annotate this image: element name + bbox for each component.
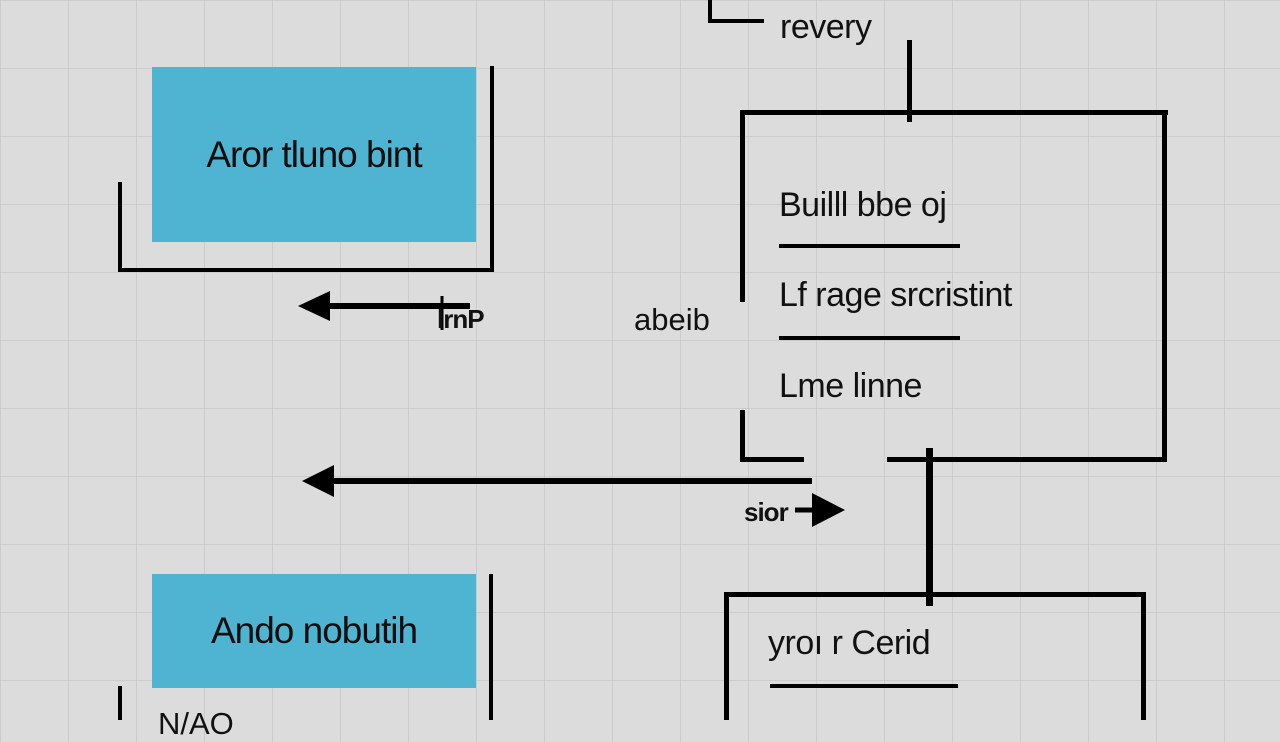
upper-left-bracket-left: [118, 182, 122, 272]
right-box-bottom-right: [887, 457, 1167, 462]
upper-left-node: Aror tluno bint: [152, 67, 476, 242]
right-box-divider-1: [779, 244, 960, 248]
right-box-bottom-left: [740, 457, 804, 462]
upper-left-node-label: Aror tluno bint: [206, 133, 422, 175]
connector-arrows: [298, 291, 845, 527]
side-label: abeib: [634, 302, 710, 337]
lower-left-cutoff-text: N/AO: [158, 706, 234, 741]
bottom-right-divider: [770, 684, 958, 688]
upper-left-bracket-right: [490, 66, 494, 272]
lower-left-bracket-left: [118, 686, 122, 720]
upper-arrow-label: lrnP: [437, 304, 485, 334]
lower-left-bracket-right: [489, 574, 493, 720]
top-bracket-horizontal: [708, 19, 764, 23]
top-connector: [907, 40, 912, 122]
lower-connector: [926, 448, 933, 606]
top-bracket-vertical: [708, 0, 712, 22]
bottom-right-box-top: [724, 592, 1146, 597]
lower-arrow-label: sior: [744, 497, 789, 527]
upper-left-bracket-bottom: [118, 268, 494, 272]
right-box-line-3: Lme linne: [779, 367, 922, 405]
bottom-right-box-left: [724, 592, 729, 720]
lower-left-node-label: Ando nobutih: [210, 610, 418, 651]
right-box-left-lower: [740, 410, 745, 462]
right-box-line-2: Lf rage srcristint: [779, 276, 1012, 314]
right-box-left-upper: [740, 110, 745, 302]
top-label: revery: [780, 8, 872, 46]
right-box-line-1: Builll bbe oj: [779, 186, 947, 224]
right-box-top: [740, 110, 1168, 115]
bottom-right-box-label: yroı r Cerid: [768, 624, 931, 662]
bottom-right-box-right: [1141, 592, 1146, 720]
right-box-divider-2: [779, 336, 960, 340]
lower-left-node: Ando nobutih: [152, 574, 476, 688]
right-box-right: [1162, 110, 1167, 462]
